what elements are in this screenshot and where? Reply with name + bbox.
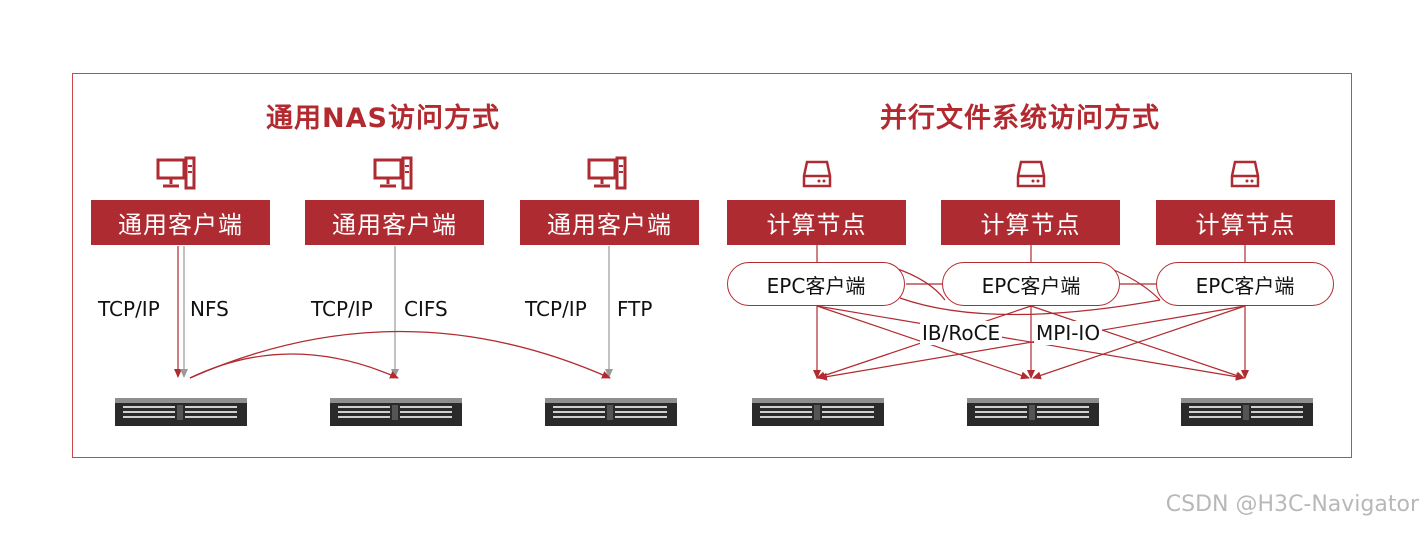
epc-client-pill: EPC客户端 xyxy=(727,262,905,306)
rack-server-icon xyxy=(1181,396,1313,428)
parallel-section-title: 并行文件系统访问方式 xyxy=(880,103,1160,134)
network-label-ibroce: IB/RoCE xyxy=(920,321,1003,345)
server-drive-icon xyxy=(801,158,833,194)
server-drive-icon xyxy=(1229,158,1261,194)
generic-client-box: 通用客户端 xyxy=(520,200,699,245)
desktop-computer-icon xyxy=(587,156,627,196)
rack-server-icon xyxy=(115,396,247,428)
desktop-computer-icon xyxy=(373,156,413,196)
nas-section-title: 通用NAS访问方式 xyxy=(266,103,500,134)
generic-client-box: 通用客户端 xyxy=(305,200,484,245)
epc-client-pill: EPC客户端 xyxy=(1156,262,1334,306)
rack-server-icon xyxy=(545,396,677,428)
protocol-label-nfs: NFS xyxy=(190,297,229,321)
forward-curve-1 xyxy=(189,353,399,379)
protocol-label-tcpip: TCP/IP xyxy=(98,297,160,321)
generic-client-box: 通用客户端 xyxy=(91,200,270,245)
protocol-label-ftp: FTP xyxy=(617,297,653,321)
compute-node-box: 计算节点 xyxy=(727,200,906,245)
epc-client-pill: EPC客户端 xyxy=(942,262,1120,306)
server-drive-icon xyxy=(1015,158,1047,194)
network-label-mpiio: MPI-IO xyxy=(1034,321,1103,345)
protocol-label-cifs: CIFS xyxy=(404,297,448,321)
rack-server-icon xyxy=(967,396,1099,428)
compute-node-box: 计算节点 xyxy=(1156,200,1335,245)
protocol-label-tcpip: TCP/IP xyxy=(525,297,587,321)
forward-curve-2 xyxy=(189,330,611,379)
diagram-frame xyxy=(72,73,1352,458)
rack-server-icon xyxy=(330,396,462,428)
watermark: CSDN @H3C-Navigator xyxy=(1165,492,1419,517)
rack-server-icon xyxy=(752,396,884,428)
compute-node-box: 计算节点 xyxy=(941,200,1120,245)
desktop-computer-icon xyxy=(156,156,196,196)
protocol-label-tcpip: TCP/IP xyxy=(311,297,373,321)
